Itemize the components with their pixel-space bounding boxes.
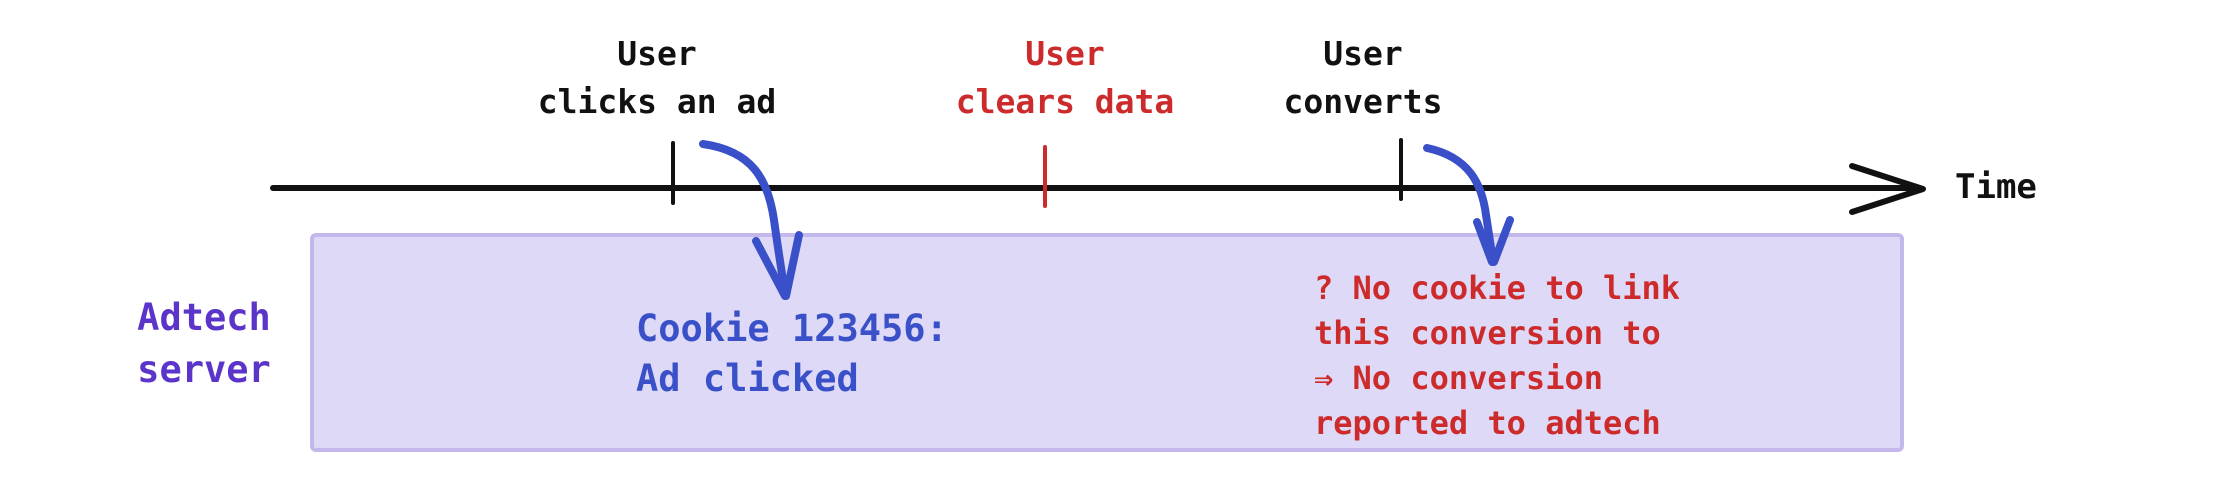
time-axis: [270, 163, 1926, 215]
event-label-user-converts: User converts: [1283, 34, 1443, 121]
adtech-server-box: [310, 233, 1904, 452]
cookie-logged-note: Cookie 123456: Ad clicked: [636, 307, 948, 400]
adtech-server-label: Adtech server: [137, 296, 271, 391]
no-cookie-warning-note: ? No cookie to link this conversion to ⇒…: [1314, 269, 1681, 442]
event-label-user-clicks-ad: User clicks an ad: [537, 34, 777, 121]
time-axis-label: Time: [1955, 167, 2037, 207]
time-axis-arrowhead-icon: [1849, 163, 1926, 215]
event-label-user-clears-data: User clears data: [955, 34, 1175, 121]
